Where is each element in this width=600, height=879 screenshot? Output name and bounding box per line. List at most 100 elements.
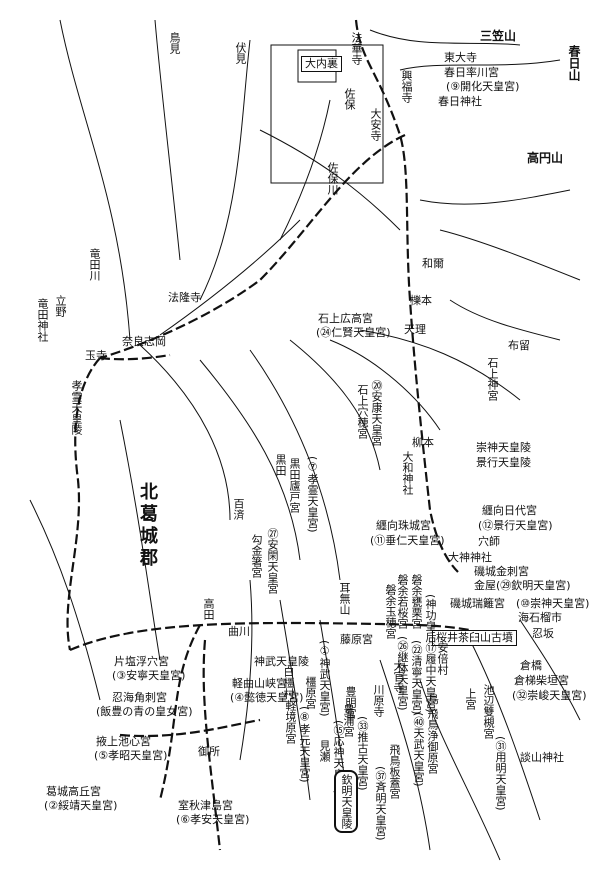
map-label-sahoku: 佐保: [343, 88, 356, 110]
map-label-katashio: 片塩浮穴宮: [114, 655, 169, 668]
map-label-asuka_kiyomihara: 飛鳥浄御原宮: [426, 708, 439, 774]
map-label-oshisaka: 忍坂: [532, 627, 554, 640]
map-label-tateno: 立野: [54, 295, 67, 317]
map-label-miyake: 見瀬: [318, 740, 331, 762]
map-label-oshinomi: 忍海角刺宮: [112, 691, 167, 704]
map-label-kawaradera: 川原寺: [372, 684, 385, 717]
map-label-oji: 玉寺: [85, 349, 107, 362]
map-label-yanagimoto: 柳本: [412, 436, 434, 449]
map-label-karu_sakaibara: 軽境原宮: [284, 700, 297, 744]
map-label-sakurai: 桜井茶臼山古墳: [432, 630, 517, 646]
map-label-todaiji: 東大寺: [444, 51, 477, 64]
map-label-isonokami_anaho: 石上穴穂宮: [356, 384, 369, 439]
map-label-wakigami: 掖上池心宮: [96, 735, 151, 748]
map-label-kaika: (⑨開化天皇宮): [446, 80, 520, 93]
map-label-shima: 島: [428, 693, 439, 706]
map-label-miminashiyama: 耳無山: [338, 582, 351, 615]
map-label-danzan: 談山神社: [520, 751, 564, 764]
map-label-futo: 布留: [508, 339, 530, 352]
map-label-sahogawa: 佐保川: [326, 162, 339, 195]
map-label-karu_magari: 軽曲山峡宮: [232, 677, 287, 690]
map-label-suinin: (⑪垂仁天皇宮): [370, 534, 445, 547]
map-label-kinmei_miya: 金屋(㉙欽明天皇宮): [474, 579, 571, 592]
map-label-itoku: (④懿徳天皇宮): [230, 691, 304, 704]
map-label-keitai: (㉖継体天皇宮): [396, 636, 409, 711]
map-label-jimmu_miya: (①神武天皇宮): [318, 640, 331, 717]
map-label-keiko_miya: (⑫景行天皇宮): [478, 519, 553, 532]
map-label-oyamato: 大和神社: [401, 451, 414, 495]
map-label-asuka_itabuki: 飛鳥板蓋宮: [388, 744, 401, 799]
map-label-kinmei_ryo: 欽明天皇陵: [334, 770, 358, 833]
map-label-toriminami: 鳥見: [168, 32, 181, 54]
map-label-kuroda_iodo: 黒田廬戸宮: [288, 458, 301, 513]
map-label-kasugayama: 春日山: [567, 45, 581, 81]
map-label-makimuku_hishiro: 纒向日代宮: [482, 504, 537, 517]
map-label-kurahashi: 倉梯柴垣宮: [514, 674, 569, 687]
map-label-suiko: (㉝推古天皇宮): [356, 716, 369, 791]
map-label-kashiharamiya: 橿原宮: [304, 676, 317, 709]
map-label-kamimusubi: 神武天皇陵: [254, 655, 309, 668]
map-label-suizei: (②綏靖天皇宮): [44, 799, 118, 812]
map-label-sushun: (㉜崇峻天皇宮): [512, 689, 587, 702]
map-label-annei: (③安寧天皇宮): [112, 669, 186, 682]
map-label-keiko_ryo: 景行天皇陵: [476, 456, 531, 469]
map-label-tenri: 天理: [404, 323, 426, 336]
map-label-korei_miya: (⑦孝霊天皇宮): [306, 456, 319, 533]
map-label-kogen: (⑧孝元天皇宮): [298, 706, 311, 783]
map-label-naraShishioka: 奈良志岡: [122, 335, 166, 348]
map-label-ikenobe: 池辺雙槻宮: [482, 684, 495, 739]
map-label-anko: ⑳安康天皇宮: [370, 380, 383, 446]
map-label-hokkeji: 法華寺: [350, 32, 363, 65]
map-label-anashi: 穴師: [478, 535, 500, 548]
map-label-takada: 高田: [202, 598, 215, 620]
map-label-ankan: ㉗安閑天皇宮: [266, 528, 279, 594]
map-label-saimei: (㊲斉明天皇宮): [374, 766, 387, 841]
map-label-iware_ikebe: 磐余甕栗宮: [410, 574, 423, 629]
map-label-isonokami_hirotaka: 石上広高宮: [318, 312, 373, 325]
map-label-shikishima: 磯城金刺宮: [474, 565, 529, 578]
map-label-fushimi: 伏見: [234, 42, 247, 64]
map-label-kasugariku: 春日率川宮: [444, 66, 499, 79]
map-label-katsuragi_takaoka: 葛城高丘宮: [46, 785, 101, 798]
map-label-kosho: (⑤孝昭天皇宮): [94, 749, 168, 762]
map-label-ichinomoto: 櫟本: [410, 294, 432, 307]
map-label-kasugajinja: 春日神社: [438, 95, 482, 108]
rivers: [29, 19, 581, 861]
map-label-abe: 安倍村: [436, 642, 449, 675]
map-label-iitoyo: (飯豊の青の皇女宮): [96, 705, 193, 718]
map-label-shirakashi: 白橿村: [282, 666, 295, 699]
map-label-kashiwara: 倉橋: [520, 659, 542, 672]
map-label-kitakatsuragi: 北葛城郡: [137, 482, 158, 570]
map-label-oderaji: 大官寺: [392, 660, 405, 693]
railway-lines: [66, 19, 471, 851]
map-label-omiwa: 大神神社: [448, 551, 492, 564]
map-label-dairi: 大内裏: [301, 56, 342, 72]
map-label-iware_wakasakura: 磐余若桜宮: [396, 574, 409, 629]
map-label-makimuku_tamaki: 纒向珠城宮: [376, 519, 431, 532]
map-label-fujiwaramiya: 藤原宮: [340, 633, 373, 646]
map-label-toyuramiya: 豊浦宮: [342, 704, 355, 737]
map-label-isonokamijingu: 石上神宮: [486, 357, 499, 401]
map-label-tatsutagawa: 竜田川: [88, 248, 101, 281]
map-label-mikasayama: 三笠山: [480, 29, 517, 43]
map-label-shiki_mizugaki: 磯城瑞籬宮: [450, 597, 505, 610]
map-label-takamadoyama: 高円山: [527, 151, 564, 165]
heijo-palace-boundary: [270, 44, 384, 184]
map-label-kaiseki: 海石榴市: [518, 611, 562, 624]
map-label-tatsutajinja: 竜田神社: [36, 298, 49, 342]
map-label-jingu_miya: (神功皇后⑰履中天皇宮): [424, 594, 437, 713]
map-label-yomei: (㉛用明天皇宮): [494, 736, 507, 811]
map-label-korei_ryo: 孝霊天皇陵: [70, 380, 83, 435]
map-label-daianji: 大安寺: [369, 108, 382, 141]
map-label-kofukuji: 興福寺: [400, 70, 413, 103]
map-label-koan: (⑥孝安天皇宮): [176, 813, 250, 826]
map-label-kose: 御所: [198, 745, 220, 758]
map-label-seinei: (㉒清寧天皇宮): [410, 640, 423, 715]
map-label-horyuji: 法隆寺: [168, 291, 201, 304]
map-label-kudara: 百済: [232, 498, 245, 520]
map-label-wani: 和爾: [422, 257, 444, 270]
map-label-uenomiya: 上宮: [464, 688, 477, 710]
map-label-temmu: (㊵天武天皇宮): [412, 712, 425, 787]
